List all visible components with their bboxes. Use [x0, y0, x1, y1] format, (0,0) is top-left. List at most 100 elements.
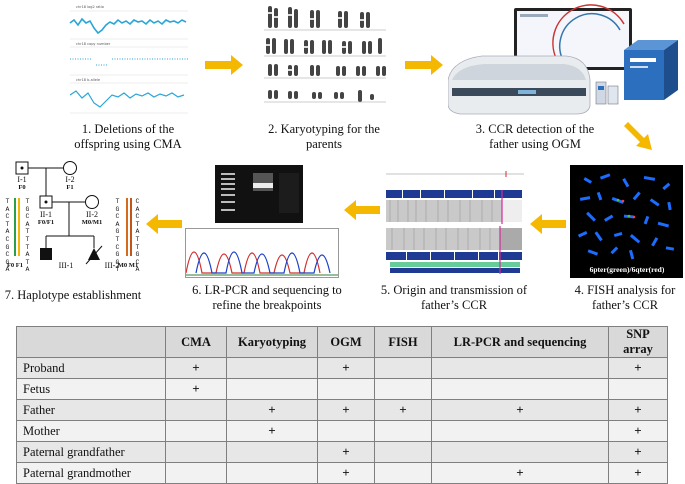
sequence-base: A	[25, 266, 30, 274]
step-3-caption: 3. CCR detection of the father using OGM	[475, 122, 595, 151]
table-header: Karyotyping	[226, 326, 318, 358]
sequence-base: C	[115, 213, 120, 221]
table-cell: +	[226, 399, 318, 421]
sequence-base: T	[25, 243, 30, 251]
sequence-base: C	[135, 213, 140, 221]
step-4-caption: 4. FISH analysis for father’s CCR	[574, 283, 676, 312]
pedigree-label-II2-sub: M0/M1	[81, 219, 103, 226]
table-cell	[226, 441, 318, 463]
table-cell	[165, 441, 227, 463]
fish-probe-caption: 6pter(green)/6qter(red)	[589, 265, 665, 274]
sequence-base: T	[25, 235, 30, 243]
sequence-base: T	[115, 235, 120, 243]
table-cell: +	[608, 420, 668, 442]
table-header: SNP array	[608, 326, 668, 358]
sequence-base: T	[25, 258, 30, 266]
sequence-base: G	[135, 251, 140, 259]
table-cell	[431, 420, 609, 442]
sequence-base: C	[5, 235, 10, 243]
ogm-maps-image	[386, 171, 524, 274]
chromatogram-panel	[185, 228, 339, 278]
chromatogram-image	[185, 251, 338, 276]
row-label: Paternal grandfather	[16, 441, 166, 463]
table-cell	[317, 420, 375, 442]
cma-plot-panel: chr18 log2 ratio chr18 copy number chr18…	[62, 3, 190, 115]
sequence-base: A	[25, 251, 30, 259]
sequence-base: A	[115, 220, 120, 228]
table-cell	[317, 378, 375, 400]
methods-summary-table: CMA Karyotyping OGM FISH LR-PCR and sequ…	[16, 326, 668, 484]
table-cell: +	[608, 399, 668, 421]
sequence-base: T	[135, 243, 140, 251]
sequence-base: C	[5, 251, 10, 259]
step-6-caption: 6. LR-PCR and sequencing to refine the b…	[192, 283, 342, 312]
sequence-base: G	[25, 205, 30, 213]
svg-text:chr18 copy number: chr18 copy number	[76, 42, 111, 46]
sequence-base: T	[135, 235, 140, 243]
fish-panel: 6pter(green)/6qter(red)	[570, 165, 683, 278]
sequence-base: A	[135, 205, 140, 213]
table-cell	[165, 420, 227, 442]
sequence-base: C	[135, 198, 140, 205]
pedigree-label-I2-sub: F1	[66, 184, 74, 191]
sequence-base: G	[115, 258, 120, 266]
ogm-instrument-panel	[447, 2, 683, 120]
sequence-base: G	[5, 258, 10, 266]
karyotype-panel	[258, 2, 393, 118]
arrow-right-icon	[205, 55, 243, 75]
sequence-base: G	[115, 228, 120, 236]
sequence-base: T	[115, 266, 120, 274]
pedigree-label-III1: III-1	[58, 261, 74, 270]
sequence-base: C	[115, 243, 120, 251]
sequence-base: G	[115, 251, 120, 259]
table-header: FISH	[374, 326, 432, 358]
haplotype-tag-right: M0 M1	[117, 262, 139, 269]
arrow-right-icon	[405, 55, 443, 75]
table-row: Paternal grandfather++	[16, 441, 668, 463]
arrow-left-icon	[344, 200, 380, 220]
table-cell	[374, 357, 432, 379]
table-cell	[374, 378, 432, 400]
table-cell: +	[165, 357, 227, 379]
pedigree-label-I2: I-2	[65, 175, 75, 184]
arrow-left-icon	[146, 214, 182, 234]
table-row: Father+++++	[16, 399, 668, 421]
pedigree-label-II1: II-1	[40, 210, 52, 219]
table-cell: +	[165, 378, 227, 400]
table-cell: +	[317, 357, 375, 379]
table-header: CMA	[165, 326, 227, 358]
table-cell	[431, 357, 609, 379]
sequence-base: C	[5, 213, 10, 221]
table-row: Proband+++	[16, 357, 668, 379]
table-row: Fetus+	[16, 378, 668, 400]
sequence-base: T	[5, 220, 10, 228]
row-label: Father	[16, 399, 166, 421]
step-1-caption: 1. Deletions of the offspring using CMA	[74, 122, 182, 151]
table-cell: +	[608, 441, 668, 463]
table-cell	[608, 378, 668, 400]
pedigree-label-I1-sub: F0	[18, 184, 26, 191]
karyotype-image	[264, 6, 386, 103]
step-7-caption: 7. Haplotype establishment	[4, 288, 142, 302]
arrow-down-right-icon	[624, 122, 652, 150]
table-cell: +	[317, 462, 375, 484]
fish-image	[577, 173, 675, 260]
row-label: Mother	[16, 420, 166, 442]
table-cell	[374, 420, 432, 442]
table-cell	[431, 378, 609, 400]
cma-plot: chr18 log2 ratio chr18 copy number chr18…	[62, 3, 190, 115]
haplotype-tag-left: F0 F1	[6, 262, 24, 269]
sequence-base: T	[25, 228, 30, 236]
table-cell	[226, 357, 318, 379]
pedigree-panel: I-1 F0 I-2 F1 II-1 F0/F1 II-2 M0/M1 III-…	[2, 160, 142, 278]
table-cell	[374, 441, 432, 463]
sequence-base: A	[135, 228, 140, 236]
table-cell	[165, 399, 227, 421]
table-body: Proband+++Fetus+Father+++++Mother++Pater…	[16, 357, 668, 484]
table-row: Paternal grandmother+++	[16, 462, 668, 484]
row-label: Proband	[16, 357, 166, 379]
table-cell: +	[374, 399, 432, 421]
sequence-base: T	[135, 220, 140, 228]
table-header-row: CMA Karyotyping OGM FISH LR-PCR and sequ…	[16, 326, 668, 358]
